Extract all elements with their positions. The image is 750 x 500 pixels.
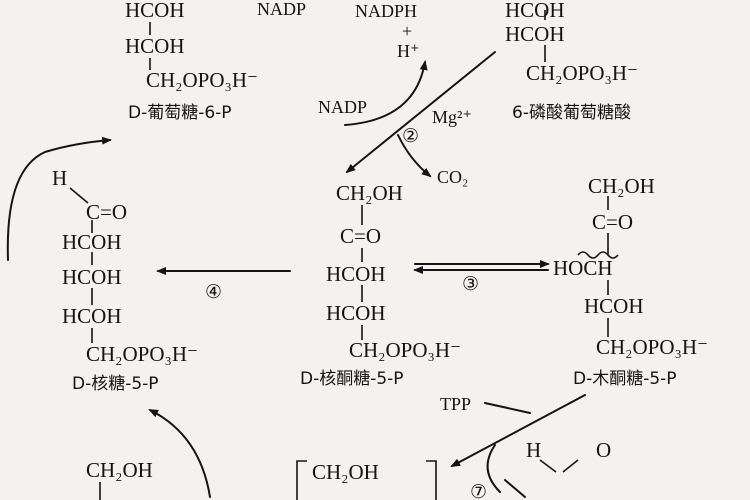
arrow-co2-release	[397, 134, 432, 178]
step-7-label: ⑦	[470, 481, 488, 500]
step-2-label: ②	[402, 125, 420, 147]
ribulose-line1: CH₂OH	[336, 181, 403, 205]
nadp-text: NADP	[318, 97, 368, 117]
tpp-text: TPP	[440, 394, 472, 414]
ribulose-line2: C=O	[340, 224, 382, 248]
nadp-top-text: NADP	[257, 0, 307, 19]
step-3-label: ③	[462, 273, 480, 295]
nadph-text: NADPH	[355, 1, 418, 21]
ribose-line1: HCOH	[62, 230, 122, 254]
step-4-label: ④	[205, 281, 223, 303]
glucose6p-line1: HCOH	[125, 0, 185, 22]
xylulose-line1: CH₂OH	[588, 174, 655, 198]
arrow-nadp-to-nadph	[344, 60, 428, 126]
xylulose-line2: C=O	[592, 210, 634, 234]
glucose6p-line2: HCOH	[125, 34, 185, 58]
xylulose-line5: CH₂OPO₃H⁻	[596, 335, 709, 359]
arrow-xylulose-to-bottom	[450, 394, 586, 467]
gluconate-line3: CH₂OPO₃H⁻	[526, 61, 639, 85]
arrow-step7-b	[504, 479, 526, 498]
ribulose-line4: HCOH	[326, 301, 386, 325]
gluconate-line2: HCOH	[505, 22, 565, 46]
ribulose-line5: CH₂OPO₃H⁻	[349, 338, 462, 362]
gluconate-line1: HCOH	[505, 0, 565, 22]
bond-xylulose-wave	[577, 251, 619, 259]
arrow-ribose-to-glucose	[6, 136, 112, 261]
arrow-bottom-to-ribose	[148, 409, 211, 498]
plus-text: +	[402, 21, 413, 41]
co2-text: CO₂	[437, 167, 469, 187]
ribulose-label: D-核酮糖-5-P	[300, 369, 404, 389]
arrow-step7	[486, 444, 501, 493]
ribose-line3: HCOH	[62, 304, 122, 328]
bottom-left-line1: CH₂OH	[86, 458, 153, 482]
glucose6p-label: D-葡萄糖-6-P	[128, 103, 232, 123]
bond-bottom-right	[539, 459, 579, 473]
xylulose-line4: HCOH	[584, 294, 644, 318]
hplus-text: H⁺	[397, 41, 420, 61]
ribose-label: D-核糖-5-P	[72, 374, 159, 394]
xylulose-line3: HOCH	[553, 256, 613, 280]
ribose-co: C=O	[86, 200, 128, 224]
bottom-right-h: H	[526, 438, 542, 462]
gluconate-label: 6-磷酸葡萄糖酸	[512, 103, 631, 123]
bottom-mid-line1: CH₂OH	[312, 460, 379, 484]
bond-ribose	[69, 187, 93, 343]
mg-text: Mg²⁺	[432, 107, 472, 127]
ribose-line4: CH₂OPO₃H⁻	[86, 342, 199, 366]
ribose-h: H	[52, 166, 68, 190]
arrow-gluconate-to-ribulose	[345, 51, 496, 174]
xylulose-label: D-木酮糖-5-P	[573, 369, 677, 389]
bottom-right-o: O	[596, 438, 612, 462]
bracket-bottom-mid	[296, 460, 437, 500]
glucose6p-line3: CH₂OPO₃H⁻	[146, 68, 259, 92]
ribulose-line3: HCOH	[326, 262, 386, 286]
arrow-tpp	[484, 402, 531, 414]
ribose-line2: HCOH	[62, 265, 122, 289]
